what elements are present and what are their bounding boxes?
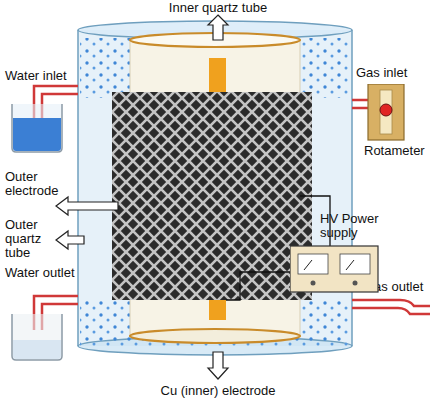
gas-pipe (352, 100, 368, 108)
beaker (12, 104, 62, 152)
beaker-water (13, 118, 61, 151)
part-label: Water inlet (5, 69, 85, 83)
part-label: Water outlet (5, 266, 85, 280)
part-label: Outer quartz tube (5, 218, 53, 260)
inner-tube-bottom (130, 329, 300, 343)
beaker-water (13, 340, 61, 359)
outer-tube-wall (77, 30, 79, 346)
leader-arrow (208, 352, 228, 379)
leader-arrow (56, 231, 84, 249)
beaker (12, 314, 62, 360)
outer-tube-wall (351, 30, 353, 346)
part-label: Outer electrode (5, 170, 65, 198)
leader-arrow (208, 15, 228, 40)
part-label: Gas inlet (356, 66, 434, 80)
power-supply-box: HV Power supply (290, 212, 382, 294)
gas-pipe (352, 300, 430, 314)
leader-arrow (56, 197, 118, 215)
mesh-electrode (112, 92, 312, 300)
part-label: Inner quartz tube (118, 1, 318, 15)
rotameter-box: Rotameter (362, 84, 432, 160)
outer-tube-body (78, 30, 352, 346)
node-label: HV Power supply (320, 212, 380, 240)
inner-tube-upper (130, 40, 300, 100)
cu-electrode (209, 58, 226, 92)
node-label: Rotameter (364, 144, 432, 158)
part-label: Cu (inner) electrode (118, 384, 318, 398)
hv-wire (226, 272, 290, 300)
